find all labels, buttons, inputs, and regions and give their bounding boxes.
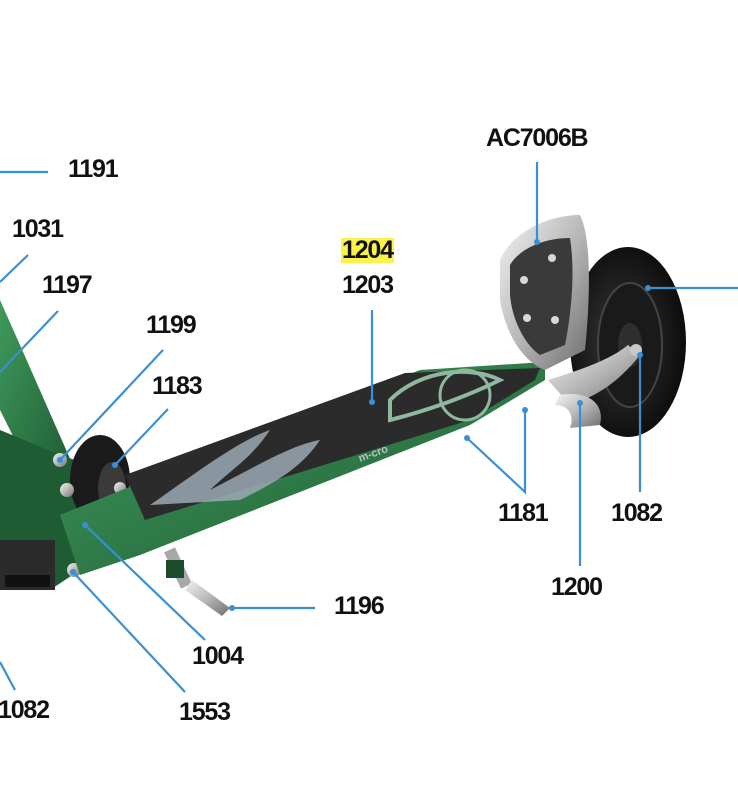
part-label-1082-right: 1082	[611, 499, 663, 527]
part-label-ac7006b: AC7006B	[486, 124, 589, 152]
rear-axle-bracket	[548, 344, 642, 428]
leader-1553	[72, 571, 186, 693]
part-label-1553: 1553	[179, 698, 231, 726]
part-label-1082-left: 1082	[0, 696, 50, 724]
steering-tube	[0, 300, 75, 480]
leader-dots	[57, 239, 651, 611]
part-label-1031: 1031	[12, 215, 64, 243]
part-label-1191: 1191	[68, 155, 119, 183]
part-label-1197: 1197	[42, 271, 93, 299]
part-label-1196: 1196	[334, 592, 385, 620]
part-label-1204-highlighted[interactable]: 1204	[341, 236, 394, 264]
leader-1031	[0, 254, 29, 283]
leader-1199	[59, 349, 164, 461]
leader-1082-left	[0, 661, 16, 691]
part-label-1200: 1200	[551, 573, 603, 601]
rear-brake-fender	[500, 215, 589, 370]
flame-graphic	[150, 430, 320, 505]
leader-1004	[84, 524, 206, 641]
scooter-deck: m-cro	[60, 362, 545, 575]
part-label-1203: 1203	[342, 271, 394, 299]
part-label-1199: 1199	[146, 311, 197, 339]
kickstand	[164, 547, 230, 616]
leader-1181	[466, 410, 527, 495]
leader-1183	[114, 408, 169, 466]
part-label-1004: 1004	[192, 642, 244, 670]
leader-lines	[0, 162, 738, 693]
leader-1197	[0, 310, 59, 373]
part-label-1181: 1181	[498, 499, 549, 527]
part-label-1183: 1183	[152, 372, 203, 400]
